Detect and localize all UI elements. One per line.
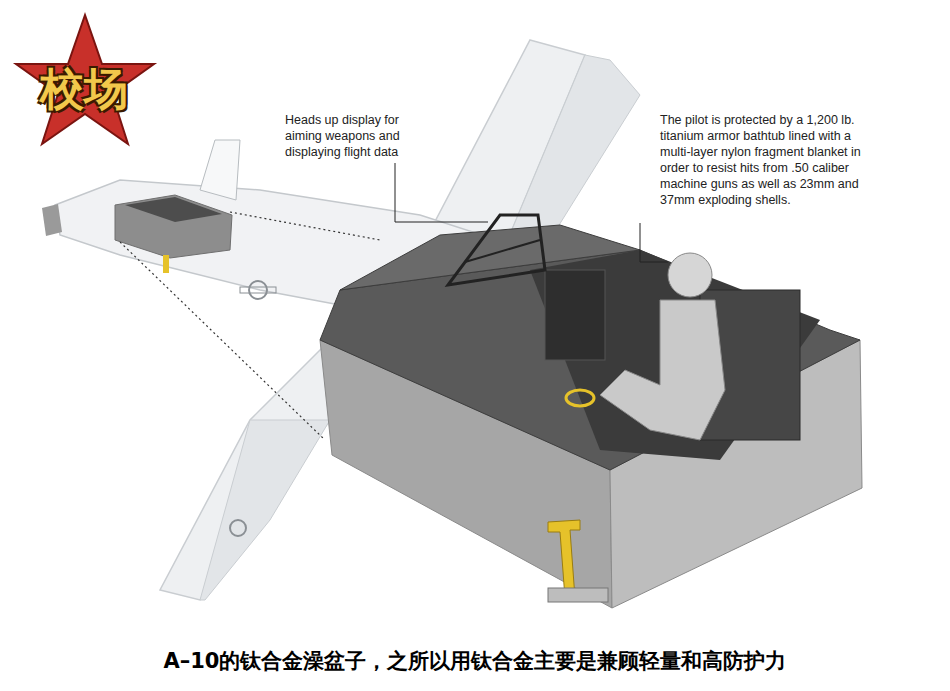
- cockpit-interior: [530, 250, 820, 460]
- pilot-body: [600, 300, 725, 440]
- hud-frame: [448, 215, 545, 285]
- hud-frame: [465, 240, 540, 262]
- watermark: 校场: [40, 60, 128, 119]
- callout-text: Heads up display for aiming weapons and …: [285, 112, 425, 160]
- handle-bracket: [548, 588, 608, 602]
- projection-line: [120, 242, 325, 440]
- leader-line: [640, 223, 668, 262]
- leader-line: [395, 163, 488, 222]
- yellow-handle: [548, 520, 580, 598]
- caption: A–10的钛合金澡盆子，之所以用钛合金主要是兼顾轻量和高防护力: [0, 647, 950, 675]
- small-bathtub: [115, 195, 232, 258]
- projection-line: [230, 212, 380, 240]
- watermark-star: [16, 15, 154, 144]
- instrument-panel: [545, 270, 605, 360]
- pilot-helmet: [668, 253, 712, 297]
- insignia: [230, 520, 246, 536]
- wing-flap: [200, 420, 330, 600]
- bathtub-top: [320, 250, 860, 470]
- control-stick: [566, 390, 594, 406]
- insignia: [240, 287, 276, 293]
- callout-text: The pilot is protected by a 1,200 lb. ti…: [660, 112, 870, 208]
- small-cockpit: [125, 197, 222, 222]
- canopy: [200, 140, 240, 200]
- small-handle: [163, 255, 169, 273]
- gun-muzzle: [42, 204, 62, 236]
- insignia: [249, 281, 267, 299]
